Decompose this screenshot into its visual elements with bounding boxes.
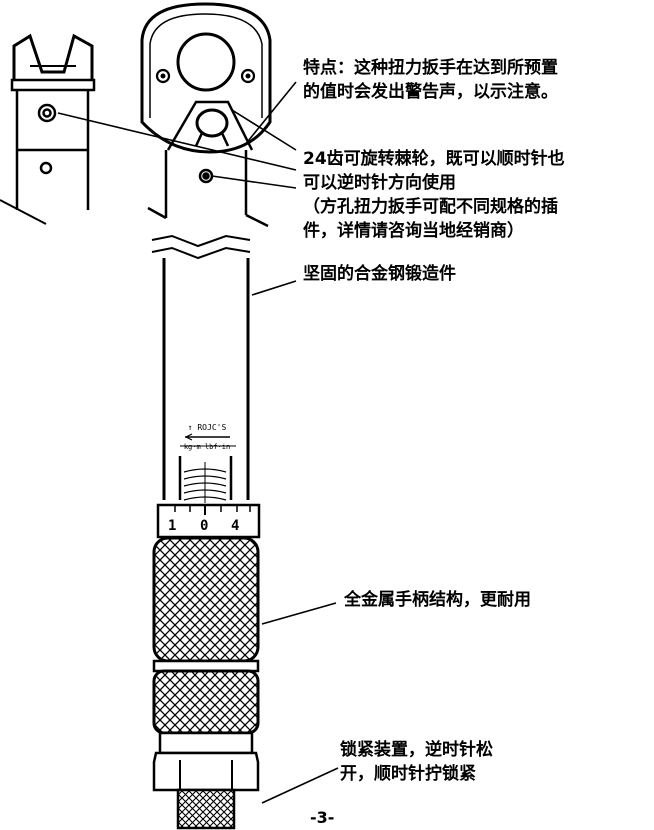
wrench-neck xyxy=(147,150,269,260)
callout-feature-line2: 的值时会发出警告声，以示注意。 xyxy=(303,82,558,102)
scale-tick-mid: 0 xyxy=(200,518,209,534)
leader-lines xyxy=(57,81,339,804)
leader-lock xyxy=(261,767,339,804)
leader-square-drive xyxy=(211,175,297,189)
leader-ratchet xyxy=(231,109,297,151)
callout-handle-line1: 全金属手柄结构，更耐用 xyxy=(344,590,531,610)
callout-ratchet-line4: 件，详情请咨询当地经销商） xyxy=(303,221,524,241)
leader-open-end xyxy=(57,112,297,171)
page-number: -3- xyxy=(310,808,335,827)
lock-device xyxy=(152,731,260,830)
scale-direction-text: ↑ ROJC'S xyxy=(188,423,227,432)
callout-lock-line2: 开，顺时针拧锁紧 xyxy=(340,764,476,784)
torque-scale xyxy=(178,433,236,503)
ratchet-head xyxy=(140,2,272,154)
scale-unit-text: kg·m lbf·in xyxy=(184,443,230,451)
callout-feature: 特点：这种扭力扳手在达到所预置 的值时会发出警告声，以示注意。 xyxy=(303,56,558,104)
callout-ratchet-line2: 可以逆时针方向使用 xyxy=(303,173,456,193)
callout-feature-line1: 特点：这种扭力扳手在达到所预置 xyxy=(303,58,558,78)
wrench-shaft xyxy=(162,258,250,500)
callout-ratchet-line3: （方孔扭力扳手可配不同规格的插 xyxy=(303,197,558,217)
handle-grip xyxy=(152,536,260,735)
callout-handle: 全金属手柄结构，更耐用 xyxy=(344,588,531,612)
leader-handle xyxy=(261,602,337,625)
callout-lock-line1: 锁紧装置，逆时针松 xyxy=(340,740,493,760)
callout-forging-line1: 坚固的合金钢锻造件 xyxy=(303,264,456,284)
callout-lock: 锁紧装置，逆时针松 开，顺时针拧锁紧 xyxy=(340,738,493,786)
callout-ratchet: 24齿可旋转棘轮，既可以顺时针也 可以逆时针方向使用 （方孔扭力扳手可配不同规格… xyxy=(303,147,565,243)
leader-feature xyxy=(243,81,297,147)
callout-ratchet-line1: 24齿可旋转棘轮，既可以顺时针也 xyxy=(303,149,565,169)
leader-forging xyxy=(251,280,297,296)
scale-tick-right: 4 xyxy=(231,518,240,534)
callout-forging: 坚固的合金钢锻造件 xyxy=(303,262,456,286)
open-end-head xyxy=(0,33,96,225)
scale-tick-left: 1 xyxy=(168,518,177,534)
